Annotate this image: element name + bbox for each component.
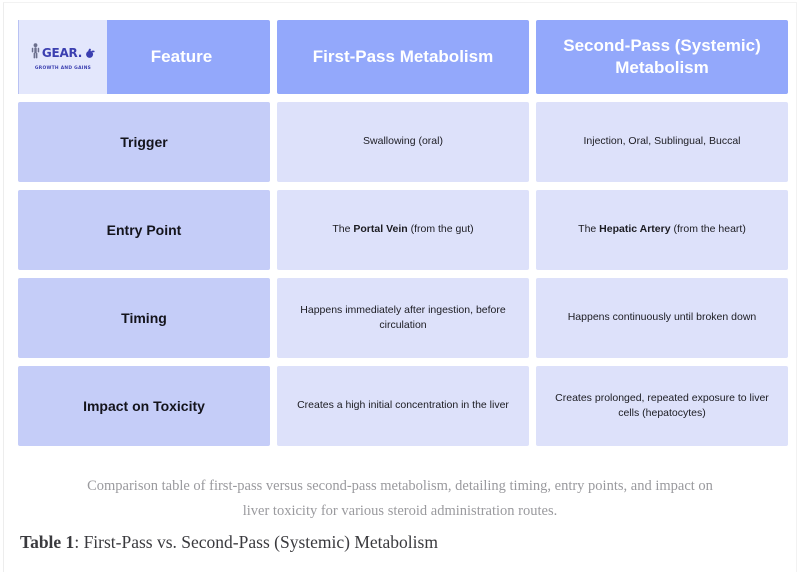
feature-cell: Impact on Toxicity xyxy=(18,366,270,446)
second-pass-cell: The Hepatic Artery (from the heart) xyxy=(536,190,788,270)
table-row: Timing Happens immediately after ingesti… xyxy=(18,278,788,358)
logo-wordmark: GEAR. xyxy=(41,46,83,60)
first-pass-cell: The Portal Vein (from the gut) xyxy=(277,190,529,270)
table-figure: GEAR. GROWTH AND GAINS xyxy=(18,20,788,525)
figure-title-separator: : xyxy=(74,532,84,552)
header-cell-first-pass: First-Pass Metabolism xyxy=(277,20,529,94)
second-pass-cell: Happens continuously until broken down xyxy=(536,278,788,358)
table-body: Trigger Swallowing (oral) Injection, Ora… xyxy=(18,102,788,446)
table-row: Entry Point The Portal Vein (from the gu… xyxy=(18,190,788,270)
first-pass-cell: Happens immediately after ingestion, bef… xyxy=(277,278,529,358)
second-pass-cell: Creates prolonged, repeated exposure to … xyxy=(536,366,788,446)
table-caption: Comparison table of first-pass versus se… xyxy=(87,478,713,520)
person-icon xyxy=(31,43,40,65)
header-cell-second-pass: Second-Pass (Systemic) Metabolism xyxy=(536,20,788,94)
comparison-table: GEAR. GROWTH AND GAINS xyxy=(11,12,795,454)
figure-title-label: Table 1 xyxy=(20,532,75,552)
second-pass-cell: Injection, Oral, Sublingual, Buccal xyxy=(536,102,788,182)
table-header: GEAR. GROWTH AND GAINS xyxy=(18,20,788,94)
figure-title-text: First-Pass vs. Second-Pass (Systemic) Me… xyxy=(83,532,438,552)
brand-logo: GEAR. GROWTH AND GAINS xyxy=(18,20,107,94)
header-row: GEAR. GROWTH AND GAINS xyxy=(18,20,788,94)
first-pass-cell: Creates a high initial concentration in … xyxy=(277,366,529,446)
table-row: Trigger Swallowing (oral) Injection, Ora… xyxy=(18,102,788,182)
header-cell-feature: GEAR. GROWTH AND GAINS xyxy=(18,20,270,94)
first-pass-cell: Swallowing (oral) xyxy=(277,102,529,182)
feature-cell: Timing xyxy=(18,278,270,358)
logo-tagline: GROWTH AND GAINS xyxy=(34,65,92,71)
header-label-feature: Feature xyxy=(150,47,213,67)
feature-cell: Trigger xyxy=(18,102,270,182)
table-row: Impact on Toxicity Creates a high initia… xyxy=(18,366,788,446)
figure-title: Table 1: First-Pass vs. Second-Pass (Sys… xyxy=(20,532,438,553)
feature-cell: Entry Point xyxy=(18,190,270,270)
dumbbell-icon xyxy=(84,43,95,65)
